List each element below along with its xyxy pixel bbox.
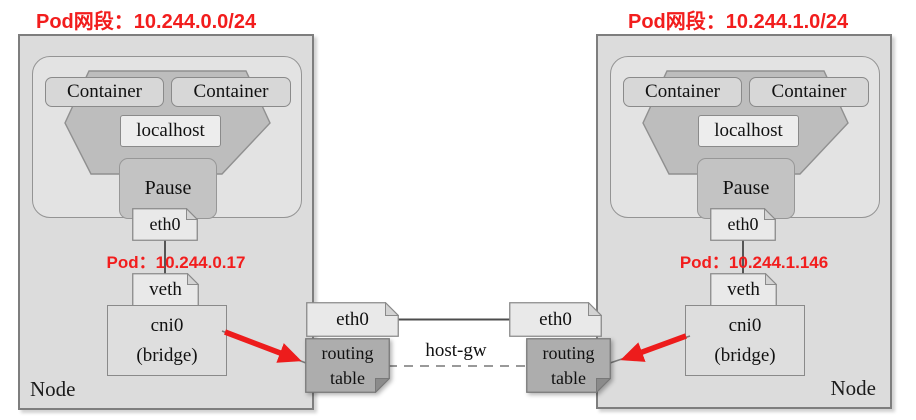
container-label: Container — [67, 81, 142, 102]
pod-cidr-label-left: Pod网段：10.244.0.0/24 — [36, 11, 257, 33]
pause-label: Pause — [722, 177, 770, 199]
pod-cidr-label-right: Pod网段：10.244.1.0/24 — [628, 11, 849, 33]
cni0-bridge-box: cni0 (bridge) — [107, 305, 227, 376]
container-label: Container — [771, 81, 847, 102]
card-shape — [509, 302, 602, 337]
eth0-veth-connector — [742, 239, 744, 275]
host-eth0-card-right: eth0 — [509, 302, 602, 337]
localhost-label: localhost — [136, 120, 205, 141]
card-shape — [710, 273, 777, 307]
pod-eth0-card: eth0 — [710, 208, 776, 241]
node-label-left: Node — [30, 377, 76, 401]
container-label: Container — [645, 81, 720, 102]
card-shape — [710, 208, 776, 241]
pod-ip-label-right: Pod：10.244.1.146 — [679, 253, 829, 272]
pod-eth0-card: eth0 — [132, 208, 198, 241]
host-eth0-label: eth0 — [539, 308, 572, 330]
node-left: Container Container localhost Pause eth0… — [18, 34, 314, 410]
pod-ip-label-left: Pod：10.244.0.17 — [106, 253, 246, 272]
container-label: Container — [193, 81, 269, 102]
veth-card: veth — [132, 273, 199, 307]
node-label-right: Node — [830, 376, 877, 400]
host-gw-label: host-gw — [425, 340, 487, 361]
eth0-veth-connector — [164, 239, 166, 275]
localhost-box: localhost — [698, 115, 799, 147]
cni0-label: cni0 (bridge) — [136, 315, 198, 366]
cni0-label: cni0 (bridge) — [714, 315, 776, 366]
routing-table-right: routing table — [526, 338, 611, 393]
veth-card: veth — [710, 273, 777, 307]
card-shape — [132, 208, 198, 241]
note-shape — [526, 338, 611, 393]
container-box: Container — [749, 77, 869, 107]
routing-table-label: routing table — [542, 343, 595, 388]
host-eth0-label: eth0 — [336, 308, 369, 330]
routing-table-left: routing table — [305, 338, 390, 393]
veth-label: veth — [727, 279, 760, 301]
pod-eth0-label: eth0 — [727, 214, 759, 235]
note-shape — [305, 338, 390, 393]
node-right: Container Container localhost Pause eth0… — [596, 34, 892, 409]
card-shape — [306, 302, 399, 337]
card-shape — [132, 273, 199, 307]
pod-eth0-label: eth0 — [149, 214, 181, 235]
cni0-bridge-box: cni0 (bridge) — [685, 305, 805, 376]
container-box: Container — [171, 77, 291, 107]
localhost-box: localhost — [120, 115, 221, 147]
container-box: Container — [45, 77, 164, 107]
pause-label: Pause — [144, 177, 192, 199]
localhost-label: localhost — [714, 120, 783, 141]
container-box: Container — [623, 77, 742, 107]
routing-table-label: routing table — [321, 343, 374, 388]
host-eth0-card-left: eth0 — [306, 302, 399, 337]
veth-label: veth — [149, 279, 182, 301]
